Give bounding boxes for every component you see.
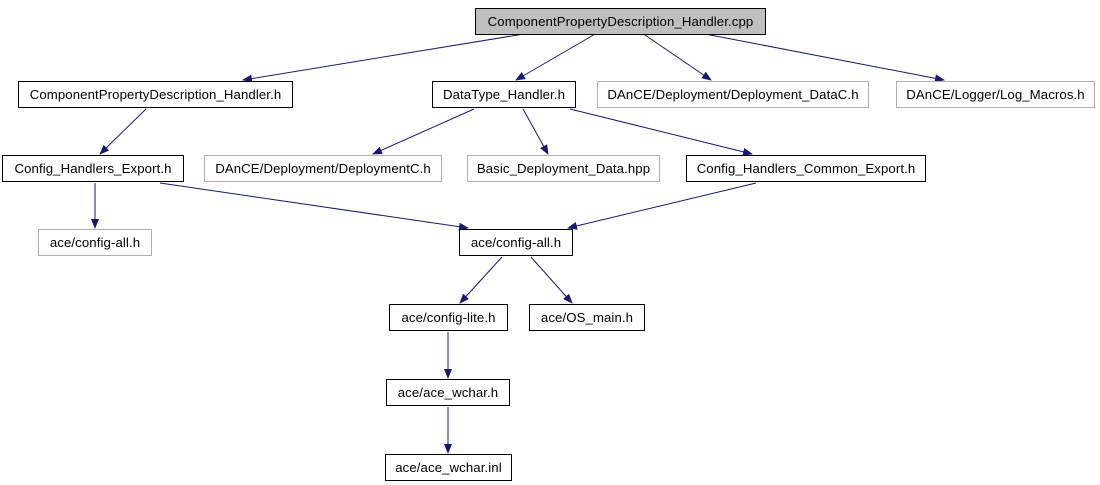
graph-node[interactable]: DAnCE/Deployment/DeploymentC.h xyxy=(204,155,442,182)
graph-node: ComponentPropertyDescription_Handler.cpp xyxy=(475,8,766,35)
graph-node-label: Basic_Deployment_Data.hpp xyxy=(476,160,651,176)
graph-node-label: DataType_Handler.h xyxy=(442,86,566,102)
graph-node[interactable]: Config_Handlers_Common_Export.h xyxy=(686,155,926,182)
graph-node-label: DAnCE/Deployment/DeploymentC.h xyxy=(215,160,431,176)
graph-node-label: ace/ace_wchar.inl xyxy=(395,459,502,475)
graph-edge xyxy=(99,108,147,155)
graph-node[interactable]: ace/OS_main.h xyxy=(529,304,645,331)
graph-node-label: ace/config-all.h xyxy=(470,234,562,250)
graph-node[interactable]: ComponentPropertyDescription_Handler.h xyxy=(18,81,293,108)
graph-node[interactable]: ace/config-all.h xyxy=(38,229,152,256)
graph-edge xyxy=(459,256,503,304)
graph-edge xyxy=(530,256,573,304)
graph-node[interactable]: ace/ace_wchar.inl xyxy=(385,454,512,481)
graph-node[interactable]: ace/ace_wchar.h xyxy=(386,379,510,406)
graph-edge xyxy=(641,32,712,81)
graph-node-label: ComponentPropertyDescription_Handler.h xyxy=(29,86,282,102)
graph-node[interactable]: DataType_Handler.h xyxy=(432,81,576,108)
graph-edge xyxy=(522,108,549,155)
graph-node-label: Config_Handlers_Common_Export.h xyxy=(696,160,916,176)
graph-edge xyxy=(569,108,753,156)
graph-node-label: DAnCE/Logger/Log_Macros.h xyxy=(906,86,1085,102)
graph-node-label: DAnCE/Deployment/Deployment_DataC.h xyxy=(607,86,859,102)
graph-node[interactable]: DAnCE/Logger/Log_Macros.h xyxy=(896,81,1095,108)
graph-edge xyxy=(159,182,469,231)
graph-node-label: ace/config-lite.h xyxy=(401,309,496,325)
graph-edge xyxy=(372,108,475,155)
graph-edge xyxy=(242,32,531,83)
graph-node-label: ace/config-all.h xyxy=(49,234,141,250)
graph-node[interactable]: Config_Handlers_Export.h xyxy=(2,155,184,182)
graph-node-label: ComponentPropertyDescription_Handler.cpp xyxy=(487,13,754,29)
graph-node-label: ace/OS_main.h xyxy=(540,309,634,325)
graph-node-label: Config_Handlers_Export.h xyxy=(14,160,172,176)
graph-edge xyxy=(699,32,945,83)
graph-node[interactable]: ace/config-all.h xyxy=(459,229,573,256)
graph-node[interactable]: ace/config-lite.h xyxy=(389,304,508,331)
graph-edge xyxy=(515,32,598,81)
graph-node[interactable]: DAnCE/Deployment/Deployment_DataC.h xyxy=(597,81,869,108)
graph-edge xyxy=(567,182,757,230)
graph-node[interactable]: Basic_Deployment_Data.hpp xyxy=(467,155,660,182)
graph-node-label: ace/ace_wchar.h xyxy=(397,384,499,400)
